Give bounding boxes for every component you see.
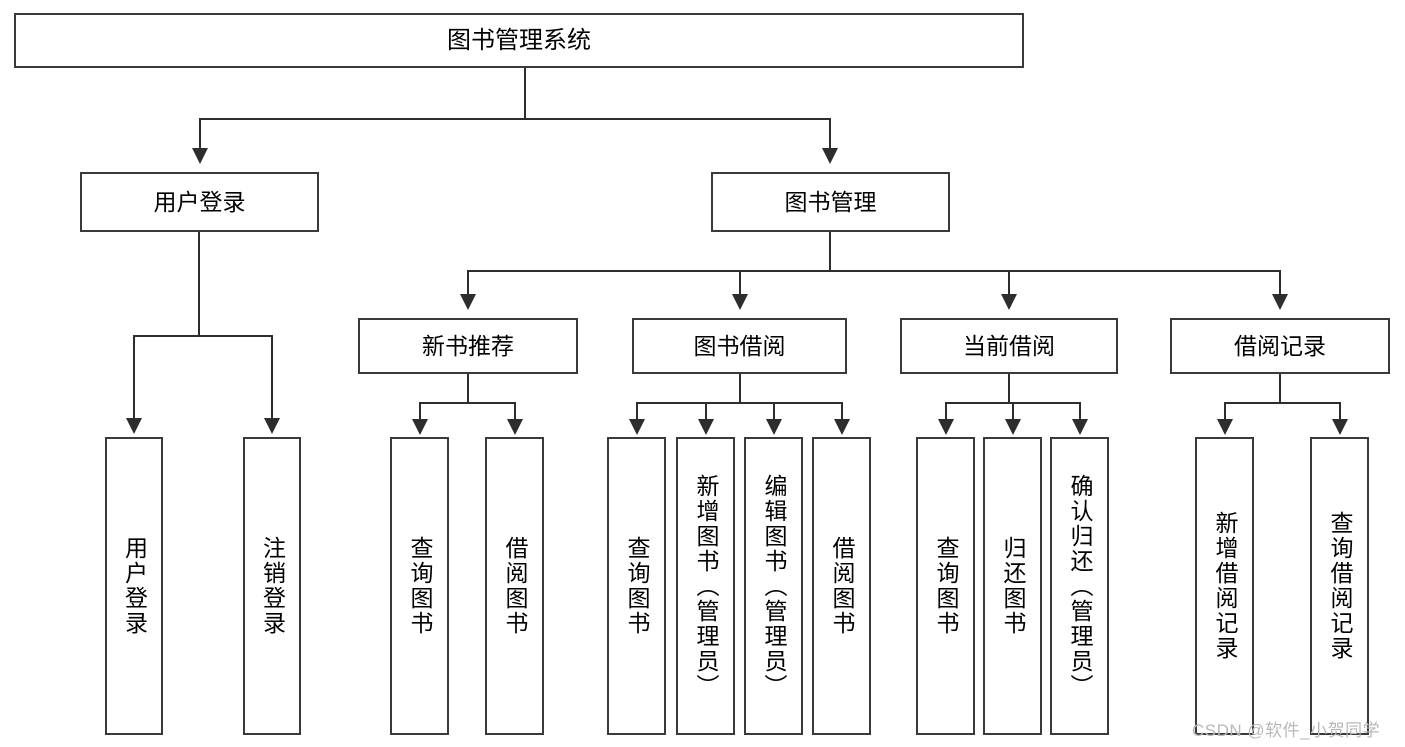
connector-current-stem [1008,374,1010,402]
connector-current-drop-3 [1079,402,1081,422]
leaf-current-return-book[interactable]: 归还图书 [983,437,1042,735]
leaf-recommend-query-book[interactable]: 查询图书 [390,437,449,735]
connector-borrow-bus [636,402,842,404]
arrowhead-level3-1 [460,294,476,310]
node-label: 新增借阅记录 [1212,511,1238,661]
leaf-current-confirm-return-admin[interactable]: 确认归还（管理员） [1050,437,1109,735]
leaf-record-add-borrow-record[interactable]: 新增借阅记录 [1195,437,1254,735]
arrowhead-borrow-4 [834,419,850,435]
arrowhead-recommend-2 [507,419,523,435]
leaf-borrow-edit-book-admin[interactable]: 编辑图书（管理员） [744,437,803,735]
watermark: CSDN @软件_小贺同学 [1192,721,1381,740]
leaf-recommend-borrow-book[interactable]: 借阅图书 [485,437,544,735]
node-label: 用户登录 [121,536,148,636]
connector-level3-drop-4 [1279,270,1281,298]
arrowhead-current-2 [1005,419,1021,435]
leaf-record-query-borrow-record[interactable]: 查询借阅记录 [1310,437,1369,735]
arrowhead-record-1 [1217,419,1233,435]
arrowhead-level2-2 [822,148,838,164]
leaf-user-login[interactable]: 用户登录 [105,437,163,735]
connector-level2-drop-1 [199,118,201,152]
connector-record-bus [1224,402,1340,404]
connector-borrow-stem [739,374,741,402]
arrowhead-record-2 [1332,419,1348,435]
node-label: 用户登录 [153,188,246,215]
leaf-borrow-borrow-book[interactable]: 借阅图书 [812,437,871,735]
node-user-login[interactable]: 用户登录 [80,172,319,232]
connector-record-drop-1 [1224,402,1226,422]
node-label: 借阅记录 [1234,332,1326,359]
connector-record-drop-2 [1339,402,1341,422]
connector-level3-bus [467,270,1280,272]
node-label: 查询图书 [624,536,650,636]
arrowhead-current-3 [1072,419,1088,435]
connector-userlogin-drop-1 [133,335,135,421]
leaf-logout[interactable]: 注销登录 [243,437,301,735]
node-label: 注销登录 [259,536,286,636]
leaf-current-query-book[interactable]: 查询图书 [916,437,975,735]
connector-level3-drop-2 [739,270,741,298]
arrowhead-level3-4 [1272,294,1288,310]
node-book-management[interactable]: 图书管理 [711,172,950,232]
node-current-borrow[interactable]: 当前借阅 [900,318,1118,374]
node-label: 查询借阅记录 [1327,511,1353,661]
connector-record-stem [1279,374,1281,402]
arrowhead-level3-2 [732,294,748,310]
node-label: 归还图书 [1000,536,1026,636]
connector-level2-drop-2 [829,118,831,152]
node-label: 查询图书 [407,536,433,636]
arrowhead-borrow-1 [629,419,645,435]
connector-userlogin-bus [133,335,272,337]
node-label: 借阅图书 [502,536,528,636]
connector-recommend-drop-1 [419,402,421,422]
arrowhead-userlogin-2 [264,418,280,434]
connector-borrow-drop-4 [841,402,843,422]
connector-userlogin-drop-2 [271,335,273,421]
connector-current-drop-1 [945,402,947,422]
node-label: 当前借阅 [963,332,1055,359]
arrowhead-level3-3 [1001,294,1017,310]
node-label: 图书管理系统 [447,26,591,54]
node-new-book-recommend[interactable]: 新书推荐 [358,318,578,374]
arrowhead-current-1 [938,419,954,435]
arrowhead-recommend-1 [412,419,428,435]
connector-level3-drop-1 [467,270,469,298]
node-label: 图书管理 [784,188,877,215]
connector-borrow-drop-1 [636,402,638,422]
node-book-borrow[interactable]: 图书借阅 [632,318,847,374]
node-label: 确认归还（管理员） [1067,473,1093,699]
node-label: 图书借阅 [693,332,786,359]
node-label: 新书推荐 [422,332,514,359]
arrowhead-borrow-3 [766,419,782,435]
node-label: 借阅图书 [829,536,855,636]
node-label: 编辑图书（管理员） [761,473,787,699]
connector-recommend-drop-2 [514,402,516,422]
connector-root-stem [524,68,526,118]
arrowhead-userlogin-1 [126,418,142,434]
node-borrow-record[interactable]: 借阅记录 [1170,318,1390,374]
node-label: 查询图书 [933,536,959,636]
node-label: 新增图书（管理员） [693,473,719,699]
connector-userlogin-stem [198,232,200,335]
connector-borrow-drop-2 [705,402,707,422]
connector-current-drop-2 [1012,402,1014,422]
connector-borrow-drop-3 [773,402,775,422]
node-root-library-system[interactable]: 图书管理系统 [14,13,1024,68]
connector-recommend-bus [419,402,515,404]
connector-recommend-stem [467,374,469,402]
leaf-borrow-query-book[interactable]: 查询图书 [607,437,666,735]
connector-bookmgmt-stem [829,232,831,270]
arrowhead-level2-1 [192,148,208,164]
connector-level2-bus [199,118,831,120]
arrowhead-borrow-2 [698,419,714,435]
connector-level3-drop-3 [1008,270,1010,298]
leaf-borrow-add-book-admin[interactable]: 新增图书（管理员） [676,437,735,735]
